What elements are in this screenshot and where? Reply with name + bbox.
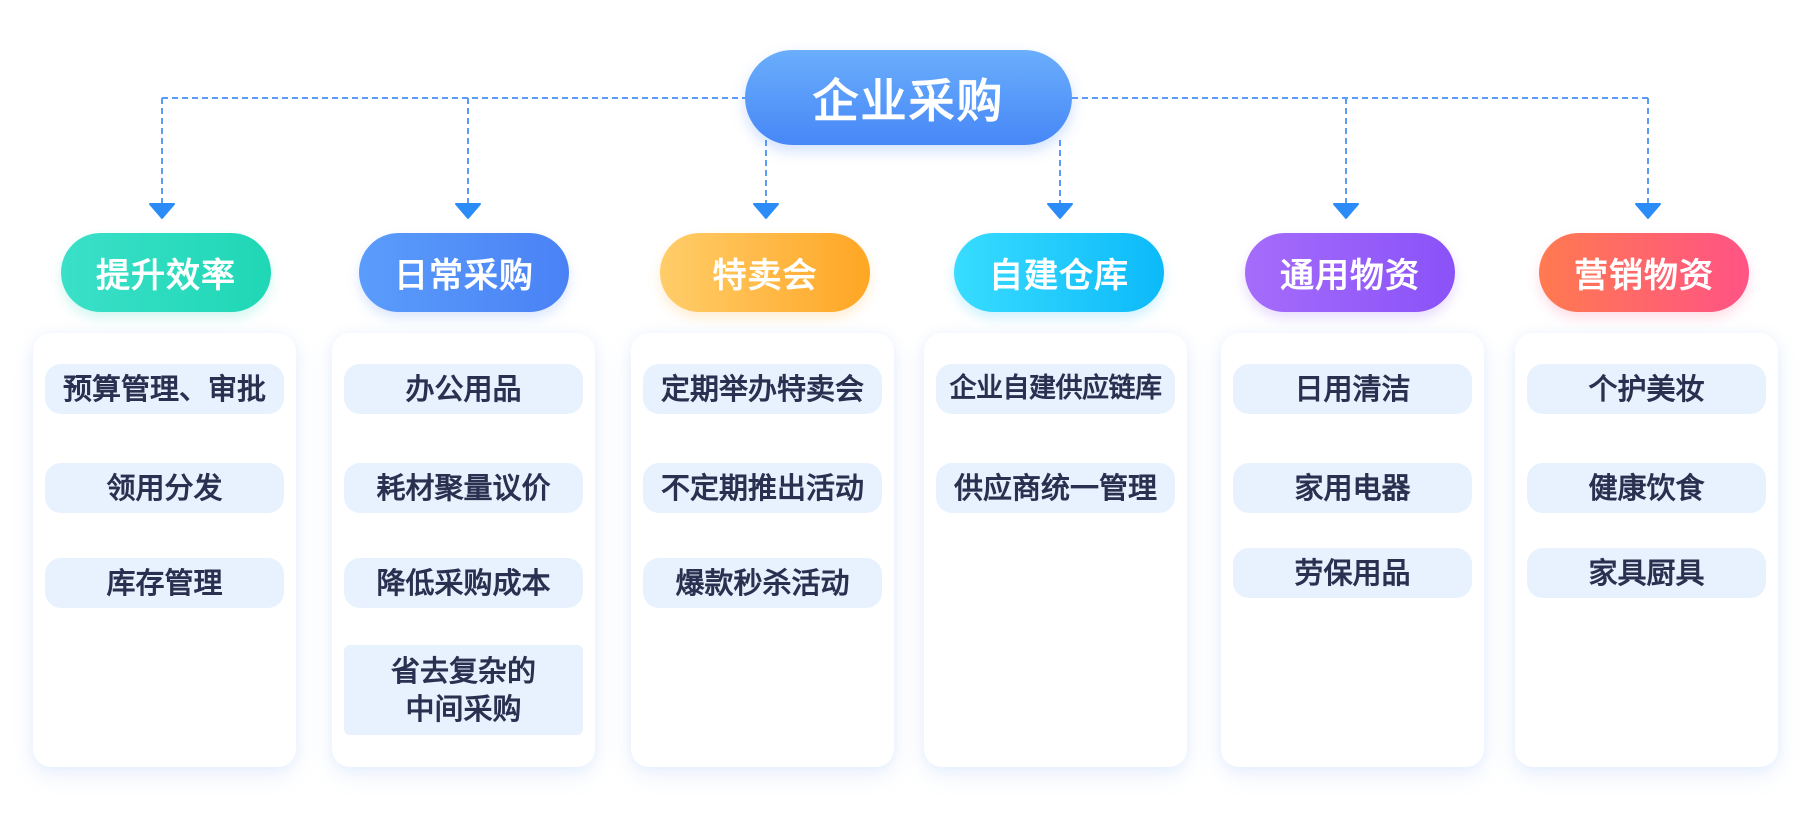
list-item: 企业自建供应链库 — [936, 364, 1175, 414]
list-item: 劳保用品 — [1233, 548, 1472, 598]
category-label: 营销物资 — [1574, 256, 1714, 296]
category-card-own-warehouse: 企业自建供应链库 供应商统一管理 — [924, 333, 1187, 767]
list-item: 家用电器 — [1233, 463, 1472, 513]
arrow-down-icon — [1635, 203, 1661, 219]
list-item: 个护美妆 — [1527, 364, 1766, 414]
list-item: 定期举办特卖会 — [643, 364, 882, 414]
list-item: 省去复杂的中间采购 — [344, 645, 583, 735]
category-label: 日常采购 — [394, 256, 534, 296]
list-item: 耗材聚量议价 — [344, 463, 583, 513]
category-card-daily-purchase: 办公用品 耗材聚量议价 降低采购成本 省去复杂的中间采购 — [332, 333, 595, 767]
arrow-down-icon — [753, 203, 779, 219]
category-pill-efficiency: 提升效率 — [61, 233, 271, 312]
list-item: 供应商统一管理 — [936, 463, 1175, 513]
category-label: 自建仓库 — [989, 256, 1129, 296]
list-item: 健康饮食 — [1527, 463, 1766, 513]
arrow-down-icon — [1047, 203, 1073, 219]
category-card-flash-sale: 定期举办特卖会 不定期推出活动 爆款秒杀活动 — [631, 333, 894, 767]
list-item: 日用清洁 — [1233, 364, 1472, 414]
arrow-down-icon — [149, 203, 175, 219]
list-item: 领用分发 — [45, 463, 284, 513]
arrow-down-icon — [1333, 203, 1359, 219]
list-item: 家具厨具 — [1527, 548, 1766, 598]
arrow-down-icon — [455, 203, 481, 219]
list-item: 爆款秒杀活动 — [643, 558, 882, 608]
category-label: 特卖会 — [712, 256, 818, 296]
category-pill-daily-purchase: 日常采购 — [359, 233, 569, 312]
category-pill-general-supplies: 通用物资 — [1245, 233, 1455, 312]
list-item: 降低采购成本 — [344, 558, 583, 608]
root-node-label: 企业采购 — [812, 73, 1005, 128]
category-pill-flash-sale: 特卖会 — [660, 233, 870, 312]
category-card-general-supplies: 日用清洁 家用电器 劳保用品 — [1221, 333, 1484, 767]
category-pill-marketing-supplies: 营销物资 — [1539, 233, 1749, 312]
category-card-marketing-supplies: 个护美妆 健康饮食 家具厨具 — [1515, 333, 1778, 767]
list-item: 库存管理 — [45, 558, 284, 608]
root-node: 企业采购 — [745, 50, 1072, 145]
category-label: 提升效率 — [96, 256, 236, 296]
category-label: 通用物资 — [1280, 256, 1420, 296]
list-item: 预算管理、审批 — [45, 364, 284, 414]
category-card-efficiency: 预算管理、审批 领用分发 库存管理 — [33, 333, 296, 767]
list-item: 不定期推出活动 — [643, 463, 882, 513]
category-pill-own-warehouse: 自建仓库 — [954, 233, 1164, 312]
list-item: 办公用品 — [344, 364, 583, 414]
